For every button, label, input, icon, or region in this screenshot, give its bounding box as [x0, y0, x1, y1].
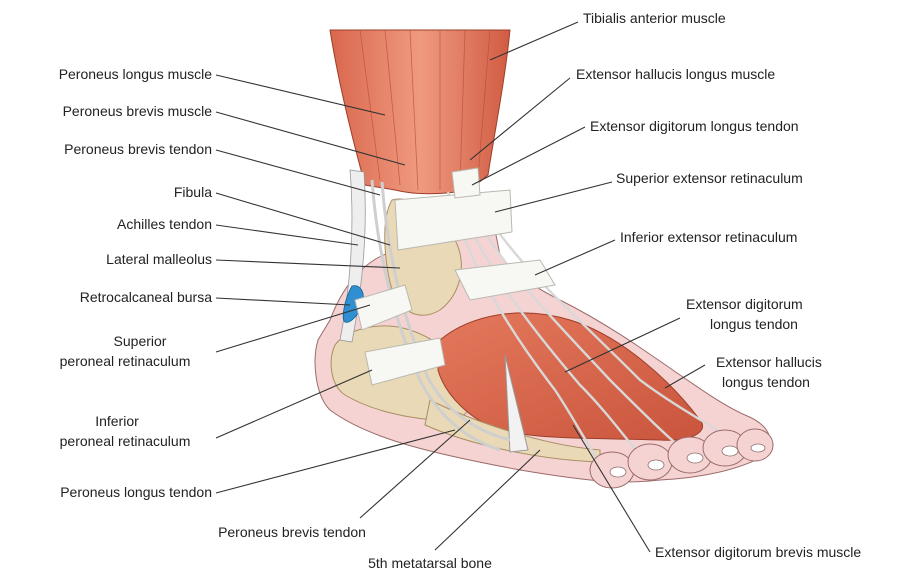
label-extensor-digitorum-longus-tendon-lower-1: Extensor digitorum [686, 296, 803, 312]
label-peroneus-longus-tendon: Peroneus longus tendon [60, 484, 212, 500]
label-inferior-peroneal-retinaculum-1: Inferior [95, 413, 139, 429]
label-lateral-malleolus: Lateral malleolus [106, 251, 212, 267]
label-peroneus-longus-muscle: Peroneus longus muscle [59, 66, 213, 82]
label-peroneus-brevis-muscle: Peroneus brevis muscle [63, 103, 213, 119]
label-achilles-tendon: Achilles tendon [117, 216, 212, 232]
label-inferior-extensor-retinaculum: Inferior extensor retinaculum [620, 229, 797, 245]
label-extensor-digitorum-longus-tendon-lower-2: longus tendon [710, 316, 798, 332]
label-peroneus-brevis-tendon-upper: Peroneus brevis tendon [64, 141, 212, 157]
label-fifth-metatarsal-bone: 5th metatarsal bone [368, 555, 492, 571]
label-extensor-digitorum-brevis-muscle: Extensor digitorum brevis muscle [655, 544, 861, 560]
label-extensor-digitorum-longus-tendon-upper: Extensor digitorum longus tendon [590, 118, 799, 134]
label-superior-peroneal-retinaculum-2: peroneal retinaculum [60, 353, 191, 369]
label-extensor-hallucis-longus-tendon-2: longus tendon [722, 374, 810, 390]
label-fibula: Fibula [174, 184, 212, 200]
label-retrocalcaneal-bursa: Retrocalcaneal bursa [80, 289, 213, 305]
label-peroneus-brevis-tendon-lower: Peroneus brevis tendon [218, 524, 366, 540]
label-superior-extensor-retinaculum: Superior extensor retinaculum [616, 170, 803, 186]
label-tibialis-anterior-muscle: Tibialis anterior muscle [583, 10, 726, 26]
label-extensor-hallucis-longus-muscle: Extensor hallucis longus muscle [576, 66, 775, 82]
label-superior-peroneal-retinaculum-1: Superior [114, 333, 167, 349]
label-inferior-peroneal-retinaculum-2: peroneal retinaculum [60, 433, 191, 449]
label-extensor-hallucis-longus-tendon-1: Extensor hallucis [716, 354, 822, 370]
